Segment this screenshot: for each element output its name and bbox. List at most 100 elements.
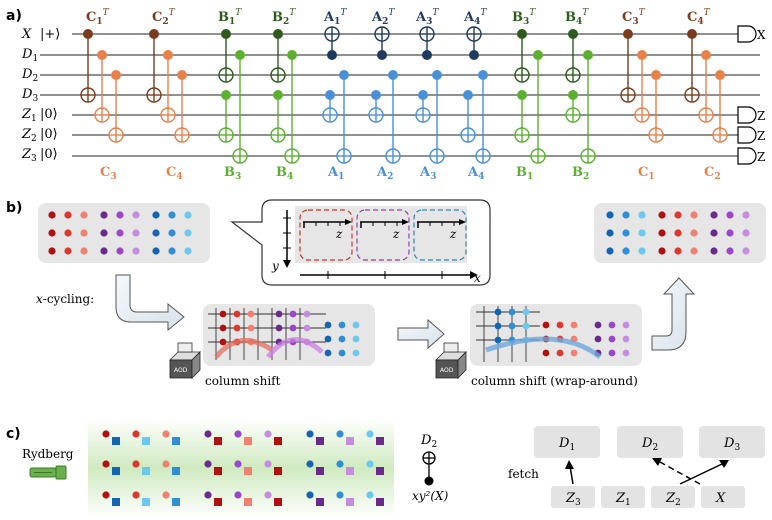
wire-label-d3: D3: [21, 87, 38, 104]
wire-label-z1: Z1: [21, 107, 37, 124]
bottom-gate-label-8: B1: [516, 165, 533, 182]
shift2-atom-1-1: [508, 322, 516, 330]
panel-a-label: a): [6, 8, 22, 24]
final-atom-0-6: [710, 211, 718, 219]
measurement-3: [737, 147, 757, 165]
shift-arrow-purple: [266, 337, 324, 359]
laser-icon: [29, 465, 67, 480]
ryd-dot-1-2: [162, 460, 170, 468]
init-atom-0-7: [168, 211, 176, 219]
shift1-atom-0-0: [219, 310, 227, 318]
wrap-around-arrow: [485, 336, 602, 359]
final-atom-0-4: [674, 211, 682, 219]
z-arrowhead-3: [459, 219, 466, 225]
arrow-to-shift: [115, 274, 185, 332]
shift2-static-1-3: [594, 335, 602, 343]
top-gate-label-8: B3T: [512, 8, 536, 27]
wire-label-d1: D1: [21, 47, 38, 64]
column-shift-label: column shift: [205, 374, 281, 388]
ryd-dot-2-7: [336, 491, 344, 499]
ryd-dot-2-6: [306, 491, 314, 499]
cnot-12-control: [327, 50, 337, 60]
final-atom-0-8: [742, 211, 750, 219]
ryd-square-2-5: [274, 498, 282, 506]
init-atom-1-8: [184, 229, 192, 237]
init-atom-1-0: [48, 229, 56, 237]
ryd-dot-2-3: [204, 491, 212, 499]
final-atom-0-7: [726, 211, 734, 219]
init-atom-0-1: [64, 211, 72, 219]
top-gate-label-2: B1T: [218, 8, 242, 27]
ryd-square-0-6: [316, 437, 324, 445]
ryd-square-2-3: [214, 498, 222, 506]
initial-atom-dots: [48, 211, 192, 255]
final-atom-2-3: [658, 247, 666, 255]
fetch-source-3: [701, 486, 745, 508]
cnot-27-control: [568, 29, 578, 39]
ryd-dot-0-1: [132, 430, 140, 438]
shift2-atom-2-0: [494, 336, 502, 344]
init-atom-1-3: [100, 229, 108, 237]
init-atom-1-1: [64, 229, 72, 237]
aod-label-1: AOD: [174, 367, 188, 374]
fetch-arrowhead-z2: [719, 460, 729, 468]
ryd-square-1-5: [274, 467, 282, 475]
ryd-square-1-8: [376, 467, 384, 475]
init-atom-1-5: [132, 229, 140, 237]
measurement-0: [737, 25, 757, 43]
top-gate-label-1: C2T: [152, 8, 176, 27]
init-atom-0-4: [116, 211, 124, 219]
initial-atom-grid: [38, 203, 210, 263]
init-atom-0-2: [80, 211, 88, 219]
shift-arrow-red: [214, 338, 274, 359]
shift1-static-1-0: [324, 335, 332, 343]
cnot-34-control: [701, 50, 711, 60]
ryd-dot-1-7: [336, 460, 344, 468]
rydberg-label: Rydberg: [22, 447, 74, 461]
top-gate-label-6: A3T: [415, 8, 439, 27]
ryd-dot-1-8: [366, 460, 374, 468]
ryd-dot-0-3: [204, 430, 212, 438]
aod-label-2: AOD: [440, 367, 454, 374]
panel-c-label: c): [6, 426, 21, 442]
shift1-static-1-1: [338, 335, 346, 343]
top-gate-label-3: B2T: [272, 8, 296, 27]
ryd-square-2-1: [142, 498, 150, 506]
x-arrowhead: [470, 271, 478, 279]
final-atom-0-0: [606, 211, 614, 219]
cnot-4-control: [163, 50, 173, 60]
final-atom-1-2: [638, 229, 646, 237]
bottom-gate-label-0: C3: [100, 165, 117, 182]
init-atom-1-7: [168, 229, 176, 237]
top-gate-label-0: C1T: [86, 8, 110, 27]
cnot-19-control: [432, 70, 442, 80]
fetch-target-0: [534, 426, 600, 458]
final-atom-2-6: [710, 247, 718, 255]
ryd-square-2-4: [244, 498, 252, 506]
arrow-between-shifts: [397, 318, 445, 350]
cnot-16-control: [388, 70, 398, 80]
ryd-dot-2-5: [264, 491, 272, 499]
final-atom-1-8: [742, 229, 750, 237]
gate-control-dot: [424, 476, 434, 486]
final-atom-1-1: [622, 229, 630, 237]
measurement-label-0: X: [757, 28, 766, 42]
init-atom-2-0: [48, 247, 56, 255]
final-atom-2-2: [638, 247, 646, 255]
cnot-30-control: [623, 29, 633, 39]
init-atom-1-4: [116, 229, 124, 237]
axis-z-label-1: z: [335, 227, 343, 241]
ryd-square-0-3: [214, 437, 222, 445]
wire-init-z3: |0⟩: [40, 147, 58, 162]
shift2-atom-0-2: [522, 308, 530, 316]
axis-z-label-3: z: [449, 227, 457, 241]
top-gate-label-11: C4T: [687, 8, 711, 27]
fetch-source-1: [601, 486, 645, 508]
cnot-17-control: [371, 90, 381, 100]
shift1-atom-0-1: [233, 310, 241, 318]
fetch-label: fetch: [508, 467, 539, 481]
panel-b-label: b): [6, 200, 22, 216]
